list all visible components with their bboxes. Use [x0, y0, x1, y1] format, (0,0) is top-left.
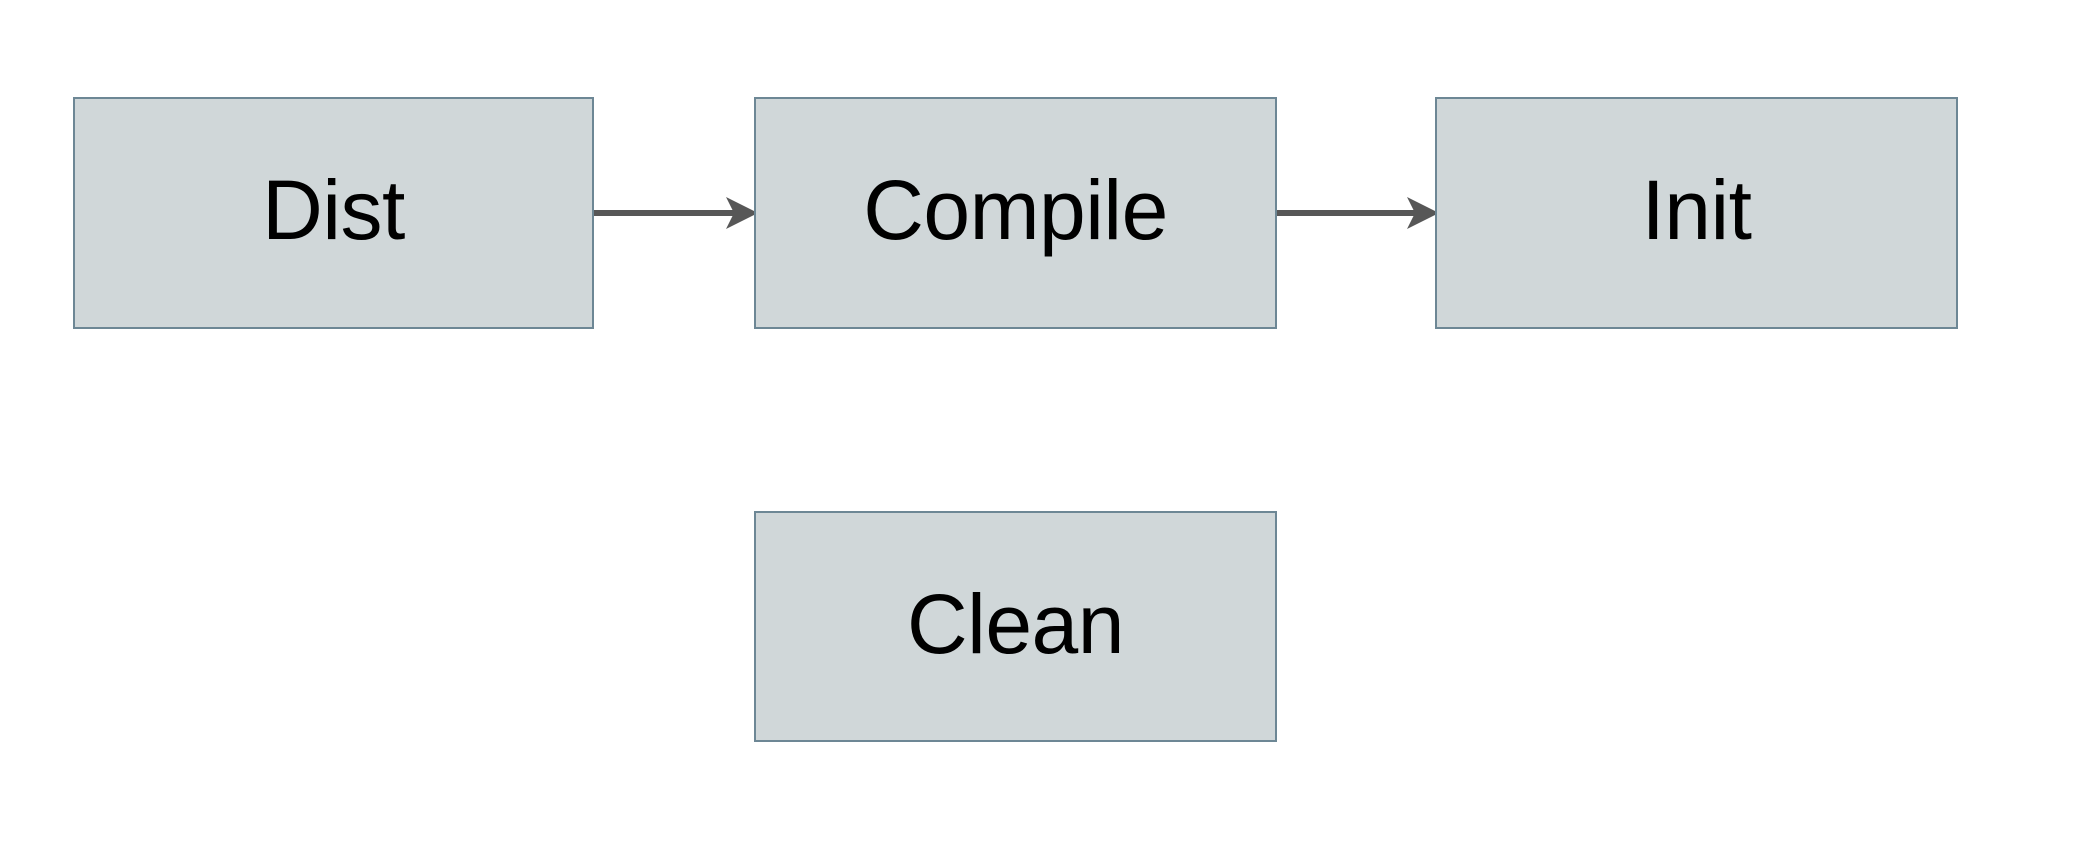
node-dist[interactable]: Dist — [73, 97, 594, 329]
node-compile[interactable]: Compile — [754, 97, 1277, 329]
arrowhead-icon — [726, 197, 758, 229]
node-init[interactable]: Init — [1435, 97, 1958, 329]
node-compile-label: Compile — [863, 163, 1168, 257]
node-dist-label: Dist — [262, 163, 405, 257]
node-clean[interactable]: Clean — [754, 511, 1277, 742]
node-clean-label: Clean — [907, 576, 1124, 671]
edge-dist-to-compile[interactable] — [592, 190, 762, 236]
edge-compile-to-init[interactable] — [1275, 190, 1443, 236]
node-init-label: Init — [1641, 163, 1752, 257]
arrowhead-icon — [1407, 197, 1439, 229]
